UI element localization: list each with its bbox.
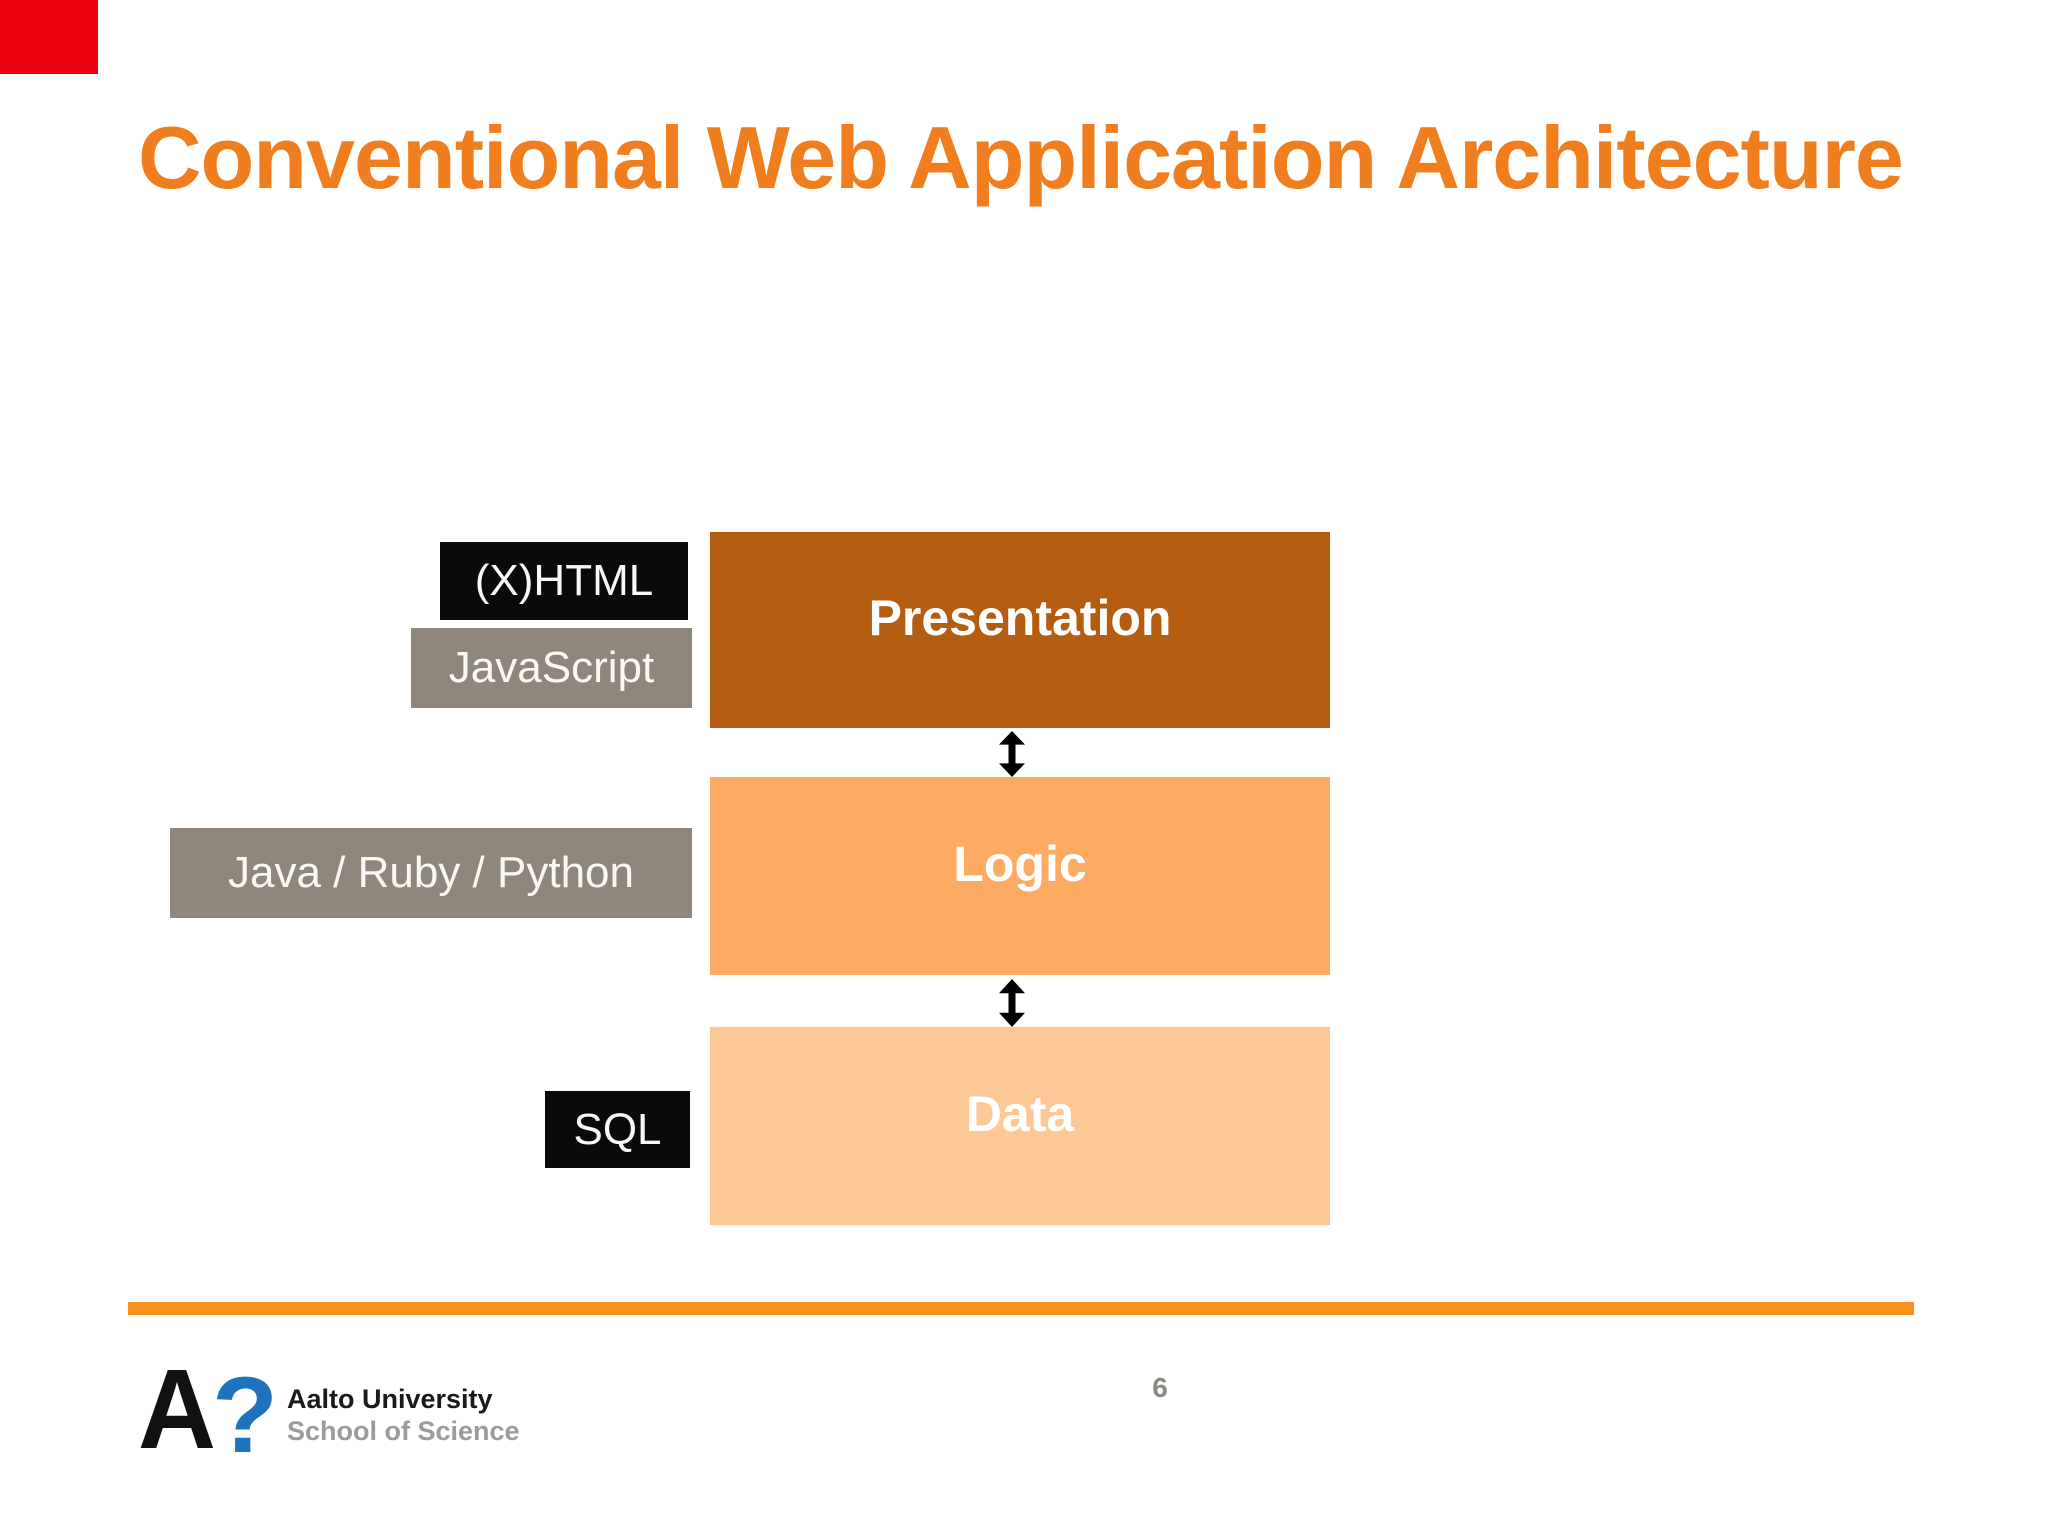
layer-label-data: Data	[965, 1086, 1075, 1142]
double-arrow-logic-data	[994, 979, 1030, 1027]
double-arrow-icon	[999, 979, 1025, 1027]
layer-box-presentation: Presentation	[710, 532, 1330, 728]
org-name: Aalto University	[287, 1384, 493, 1414]
aalto-logo-letter-a: A	[138, 1344, 216, 1472]
layer-box-logic: Logic	[710, 777, 1330, 975]
org-block: Aalto University School of Science	[287, 1384, 520, 1448]
aalto-logo: A?	[138, 1344, 288, 1475]
tech-label-javascript-text: JavaScript	[448, 643, 655, 692]
tech-label-sql-text: SQL	[573, 1104, 662, 1154]
layer-label-logic: Logic	[953, 836, 1087, 892]
slide-title: Conventional Web Application Architectur…	[138, 108, 1904, 207]
aalto-logo-question-mark: ?	[212, 1354, 278, 1475]
layer-box-data: Data	[710, 1027, 1330, 1225]
tech-label-javascript: JavaScript	[411, 628, 692, 708]
footer-rule	[128, 1302, 1914, 1315]
tech-label-sql: SQL	[545, 1091, 690, 1168]
double-arrow-presentation-logic	[994, 731, 1030, 777]
tech-label-xhtml: (X)HTML	[440, 542, 688, 620]
tech-label-java-ruby-python-text: Java / Ruby / Python	[228, 848, 634, 897]
double-arrow-icon	[999, 731, 1025, 777]
layer-label-presentation: Presentation	[868, 590, 1172, 646]
org-unit: School of Science	[287, 1415, 520, 1446]
red-corner-marker	[0, 0, 98, 74]
page-number: 6	[1152, 1372, 1168, 1403]
tech-label-java-ruby-python: Java / Ruby / Python	[170, 828, 692, 918]
tech-label-xhtml-text: (X)HTML	[474, 556, 654, 605]
